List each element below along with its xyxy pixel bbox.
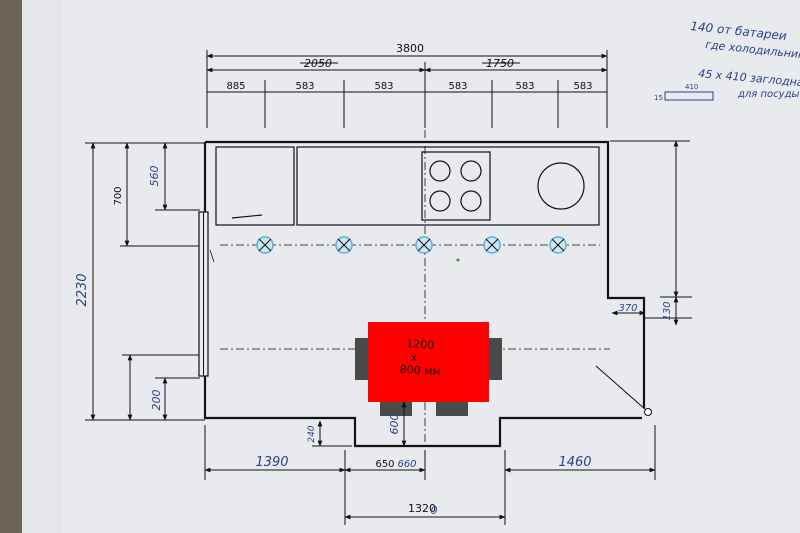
dim-top-seg-2: 583 — [295, 81, 314, 92]
dim-bottom-660-struck: 660 — [397, 459, 416, 470]
top-dimensions — [206, 50, 608, 128]
dim-top-seg-4: 583 — [448, 81, 467, 92]
cooktop — [421, 151, 491, 221]
table-size-line1: 1200 — [406, 337, 435, 352]
dim-left-700: 700 — [113, 186, 124, 205]
svg-text:для посуды: для посуды — [737, 89, 799, 100]
kitchen-counter — [215, 146, 600, 226]
dim-top-seg-6: 583 — [573, 81, 592, 92]
dim-top-seg-5: 583 — [515, 81, 534, 92]
table-size-line2: 800 мм — [399, 363, 441, 378]
dim-top-seg-1: 885 — [226, 81, 245, 92]
dim-bottom-240: 240 — [307, 425, 317, 442]
lamp-icon — [415, 236, 433, 254]
left-dimensions — [85, 142, 205, 421]
lamp-icon — [483, 236, 501, 254]
ceiling-lamps — [256, 236, 567, 254]
dim-right-370: 370 — [618, 303, 637, 314]
right-dimensions — [610, 140, 692, 326]
dim-chair-600: 600 — [388, 414, 401, 435]
dim-left-560: 560 — [148, 166, 161, 187]
dim-bottom-1390: 1390 — [255, 455, 288, 470]
lamp-icon — [335, 236, 353, 254]
table-size-x: x — [411, 351, 418, 364]
lamp-icon — [549, 236, 567, 254]
dim-top-overall: 3800 — [396, 42, 424, 55]
dim-bottom-total-struck: 0 — [431, 504, 438, 517]
svg-text:15: 15 — [654, 94, 663, 102]
svg-text:410: 410 — [685, 83, 698, 91]
bottom-dimensions — [204, 420, 656, 525]
door-hinge — [644, 408, 652, 416]
dining-table — [368, 322, 489, 402]
lamp-icon — [256, 236, 274, 254]
sink — [537, 162, 585, 210]
dim-left-height: 2230 — [75, 273, 90, 306]
paper-sheet — [18, 0, 800, 533]
dim-bottom-650: 650 — [375, 459, 394, 470]
dim-right-130: 130 — [662, 301, 673, 320]
chair-bottom-right — [436, 398, 468, 416]
dim-left-200: 200 — [150, 390, 163, 411]
dim-top-seg-3: 583 — [374, 81, 393, 92]
dim-bottom-total: 1320 — [408, 502, 436, 515]
dim-bottom-1460: 1460 — [558, 455, 591, 470]
